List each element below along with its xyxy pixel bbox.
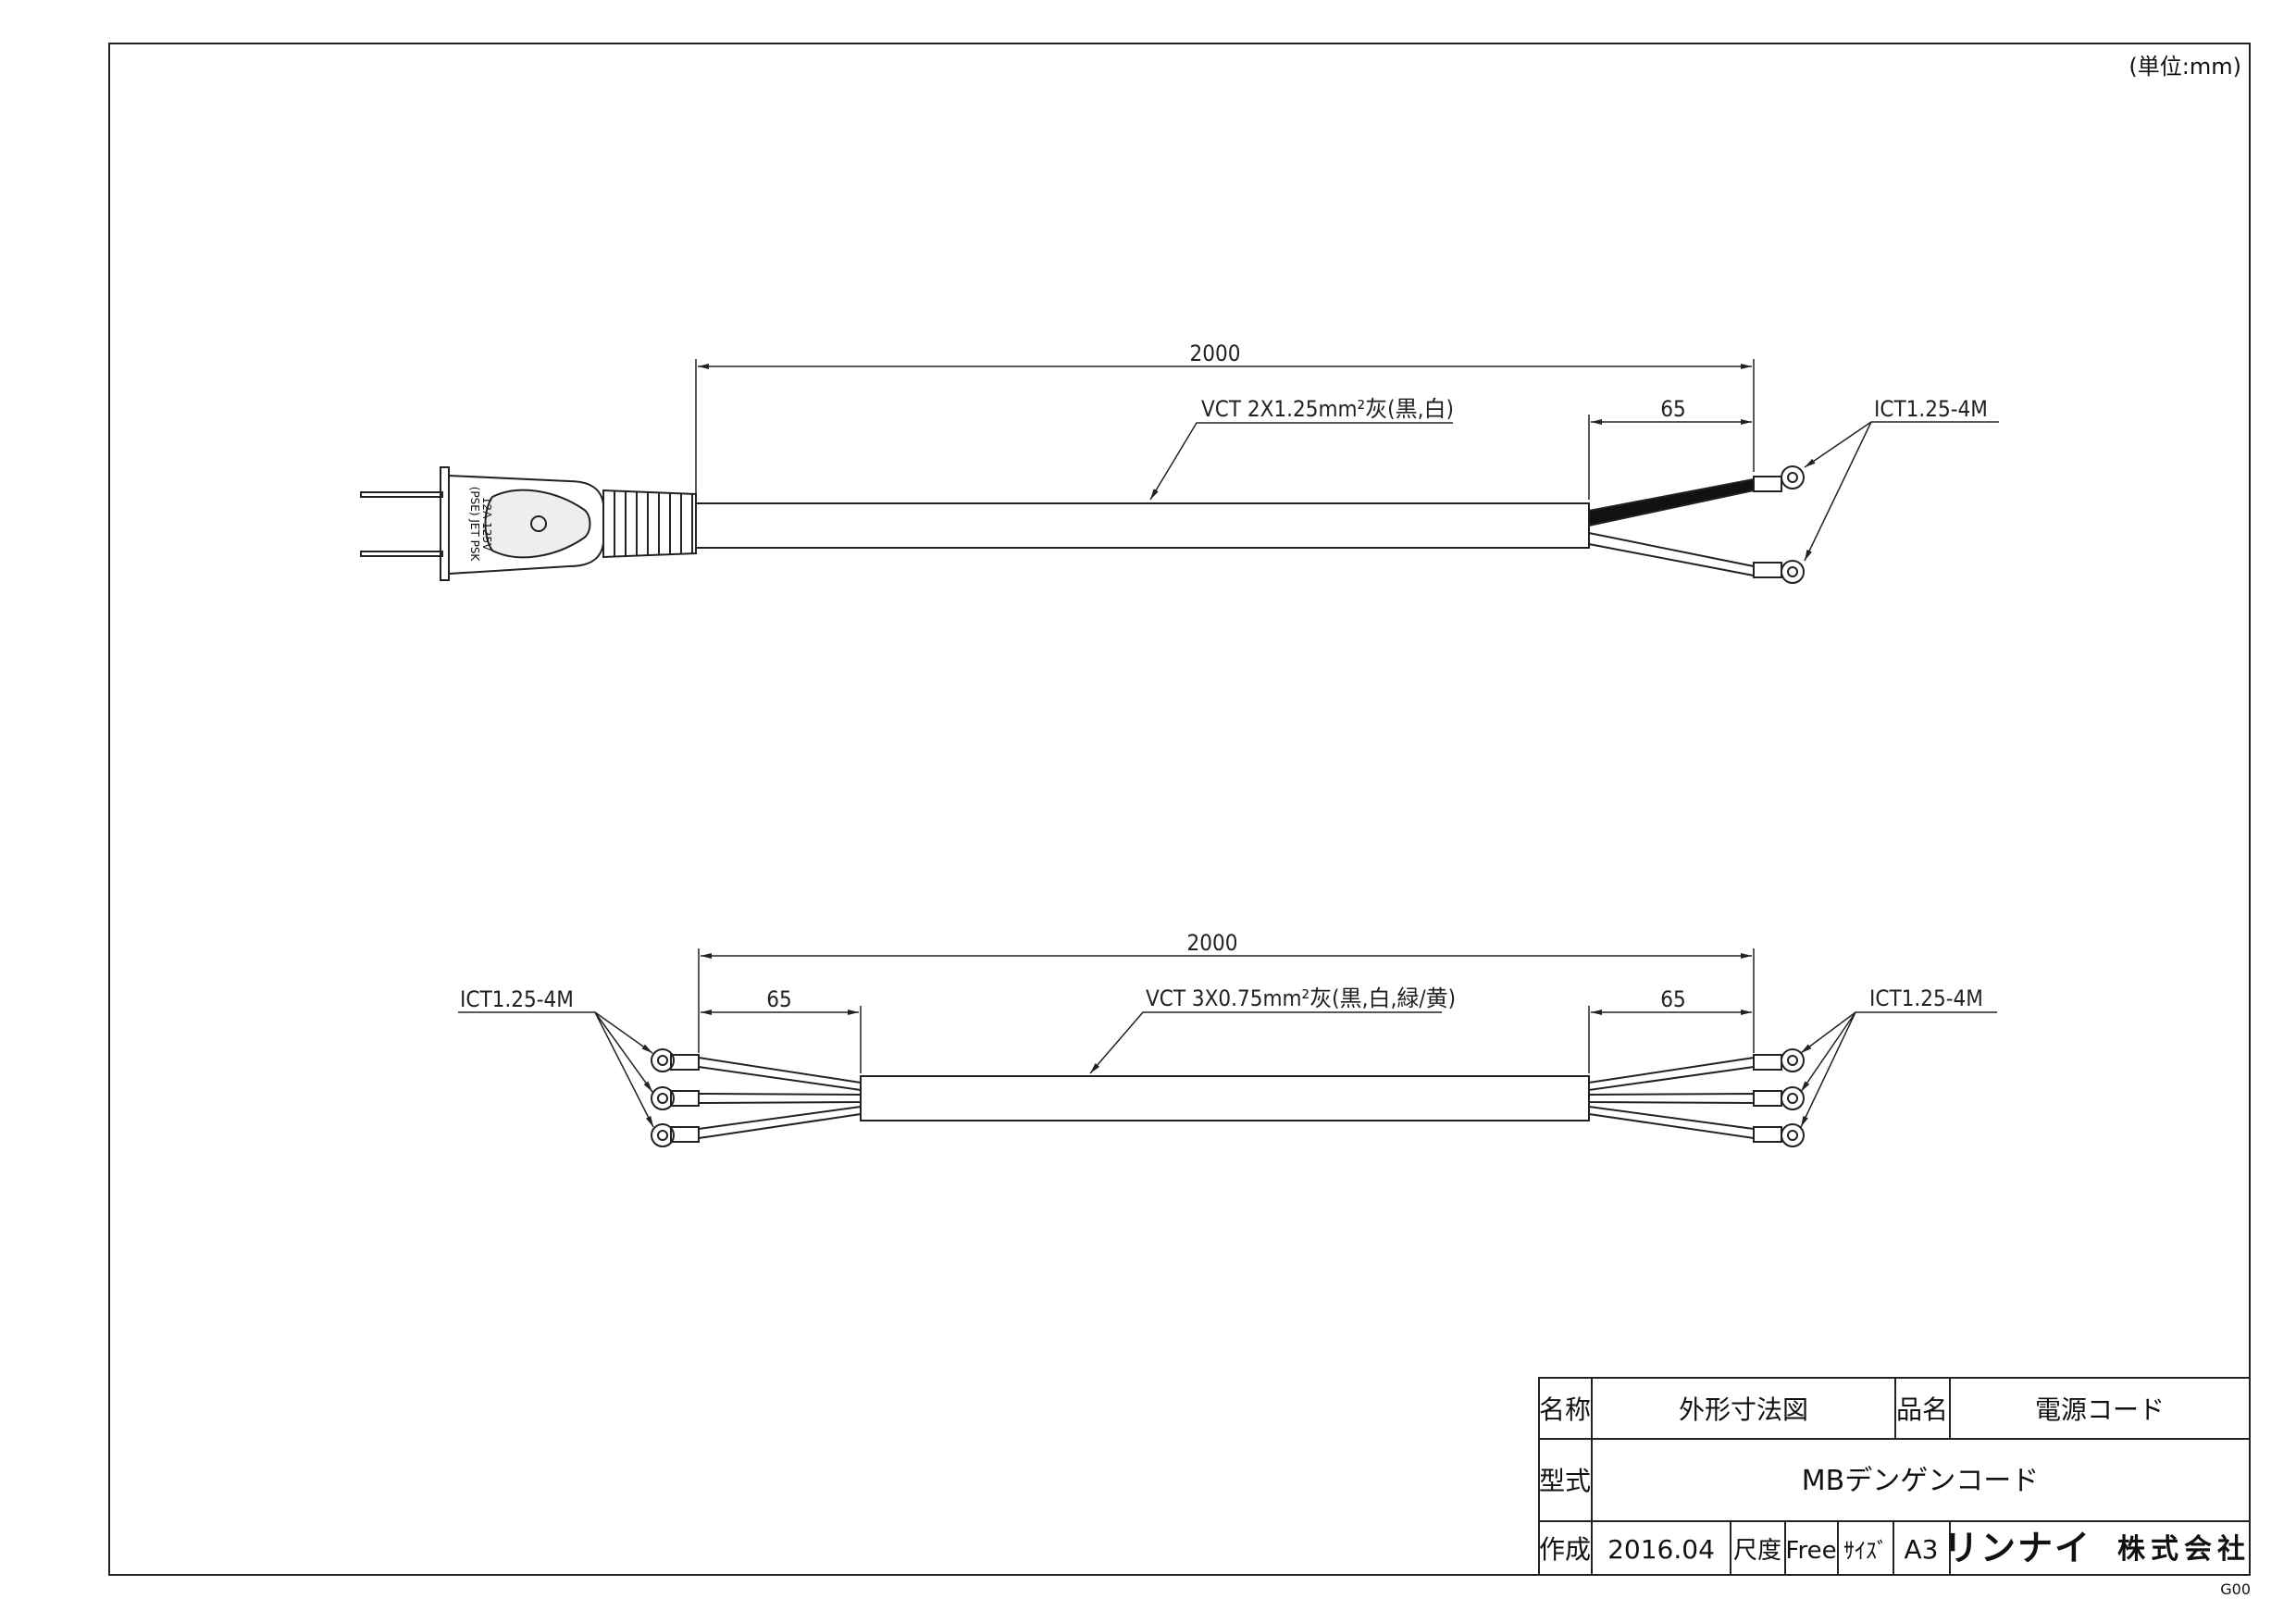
- top-terminal-sleeve-lower: [1753, 562, 1782, 578]
- bottom-length-dimension: 2000: [1187, 930, 1238, 956]
- bottom-right-terminal-leader: [1800, 1011, 1997, 1054]
- bottom-strip-dimension-left: 65: [766, 986, 791, 1012]
- top-spec-leader: [1149, 422, 1453, 501]
- top-wire-white: [1588, 531, 1755, 577]
- title-value-created: 2016.04: [1607, 1534, 1715, 1565]
- top-cable-jacket: [695, 502, 1590, 549]
- drawing-frame: [108, 43, 2251, 1576]
- bottom-right-terminal-ring-middle: [1781, 1086, 1805, 1110]
- top-length-dimension: 2000: [1190, 341, 1241, 366]
- title-label-size: ｻｲｽﾞ: [1843, 1538, 1888, 1564]
- plug-pin-lower: [360, 551, 443, 557]
- title-label-name: 名称: [1539, 1394, 1591, 1425]
- bottom-right-terminal-ring-lower: [1781, 1123, 1805, 1147]
- bottom-cable-spec: VCT 3X0.75mm²灰(黒,白,緑/黄): [1146, 985, 1456, 1011]
- bottom-left-terminal-leader: [458, 1011, 653, 1054]
- top-terminal-leader: [1804, 421, 1999, 468]
- title-value-scale: Free: [1785, 1537, 1836, 1565]
- bottom-terminal-spec-right: ICT1.25-4M: [1869, 985, 1983, 1011]
- top-terminal-sleeve-upper: [1753, 476, 1782, 492]
- title-label-product: 品名: [1896, 1394, 1948, 1425]
- bottom-left-terminal-ring-upper: [651, 1048, 675, 1072]
- bottom-left-terminal-ring-middle: [651, 1086, 675, 1110]
- strain-relief: [602, 489, 697, 559]
- bottom-spec-leader: [1089, 1011, 1442, 1074]
- corner-code: G00: [2220, 1580, 2251, 1598]
- bottom-right-wire-upper: [1588, 1056, 1755, 1092]
- bottom-right-wire-lower: [1588, 1105, 1755, 1140]
- top-wire-black: [1588, 477, 1755, 527]
- bottom-strip-dimension-right: 65: [1660, 986, 1685, 1012]
- bottom-left-terminal-ring-lower: [651, 1123, 675, 1147]
- top-cable-spec: VCT 2X1.25mm²灰(黒,白): [1201, 396, 1454, 422]
- title-label-model: 型式: [1539, 1466, 1591, 1496]
- plug-pin-upper: [360, 491, 443, 498]
- company-brand-logo: リンナイ: [1943, 1528, 2091, 1568]
- plug-label-line1: (PSE) JET PSK: [468, 487, 481, 563]
- company-suffix: 株式会社: [2117, 1533, 2251, 1566]
- title-label-created: 作成: [1539, 1534, 1591, 1565]
- top-terminal-ring-lower: [1781, 560, 1805, 584]
- plug-label-line2: 12A 125V: [480, 497, 493, 551]
- bottom-cable-assembly: [651, 1048, 1805, 1147]
- top-strip-dimension: 65: [1660, 396, 1685, 422]
- title-value-size: A3: [1905, 1534, 1939, 1565]
- title-value-name: 外形寸法図: [1679, 1394, 1808, 1425]
- unit-note: (単位:mm): [2128, 54, 2241, 80]
- title-value-product: 電源コード: [2035, 1394, 2165, 1425]
- plug-face: [440, 466, 450, 581]
- title-block: [1538, 1377, 2251, 1576]
- bottom-left-wire-lower: [698, 1105, 862, 1140]
- top-terminal-ring-upper: [1781, 465, 1805, 489]
- bottom-terminal-spec-left: ICT1.25-4M: [460, 986, 574, 1012]
- top-cable-assembly: [360, 465, 1805, 584]
- plug-logo-icon: [530, 515, 547, 532]
- bottom-cable-jacket: [860, 1075, 1590, 1121]
- bottom-left-wire-upper: [698, 1056, 862, 1092]
- title-value-model: MBデンゲンコード: [1802, 1465, 2039, 1497]
- bottom-right-terminal-ring-upper: [1781, 1048, 1805, 1072]
- title-label-scale: 尺度: [1733, 1537, 1781, 1565]
- bottom-right-wire-middle: [1588, 1092, 1755, 1105]
- top-terminal-spec: ICT1.25-4M: [1874, 396, 1988, 422]
- plug-mark: [484, 489, 591, 559]
- bottom-left-wire-middle: [698, 1092, 862, 1105]
